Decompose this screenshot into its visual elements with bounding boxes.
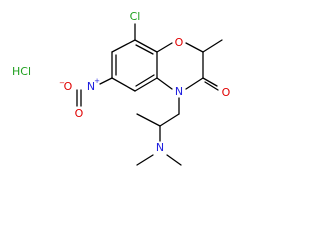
amine-nitrogen-label: N (156, 141, 164, 154)
bond (134, 77, 158, 92)
ring-oxygen-label: O (175, 36, 184, 49)
ring-nitrogen-label: N (175, 85, 183, 98)
bond (135, 44, 154, 55)
bond (185, 42, 204, 53)
bond-methyl (136, 113, 161, 127)
structure-canvas: Cl O N O N + O O − N HCl (12, 10, 231, 166)
oxazine-ring (156, 42, 204, 90)
bond (185, 77, 204, 90)
nitro-minus-charge: − (59, 79, 65, 87)
benzene-ring (111, 39, 158, 92)
hcl-label: HCl (12, 65, 31, 78)
bond-carbonyl-double (204, 81, 219, 91)
nitro-oxygen-label-2: O (75, 107, 84, 120)
bond (134, 39, 158, 53)
bond-carbonyl (202, 77, 218, 87)
bond (111, 77, 136, 92)
nitro-plus-charge: + (94, 77, 100, 85)
bond-n-methyl (166, 154, 182, 166)
nitro-nitrogen-label: N (87, 80, 95, 93)
nitro-oxygen-label-1: O (64, 80, 73, 93)
bond-c-nitro (99, 77, 113, 85)
carbonyl-oxygen-label: O (222, 86, 231, 99)
bond (156, 77, 173, 90)
molecule-structure: Cl O N O N + O O − N HCl (12, 10, 231, 166)
bond-methyl (202, 39, 223, 53)
chlorine-label: Cl (130, 10, 141, 23)
bond (111, 39, 136, 53)
bond (159, 113, 180, 127)
bond (156, 42, 173, 53)
bond-n-methyl (136, 154, 154, 166)
bond (135, 74, 155, 87)
